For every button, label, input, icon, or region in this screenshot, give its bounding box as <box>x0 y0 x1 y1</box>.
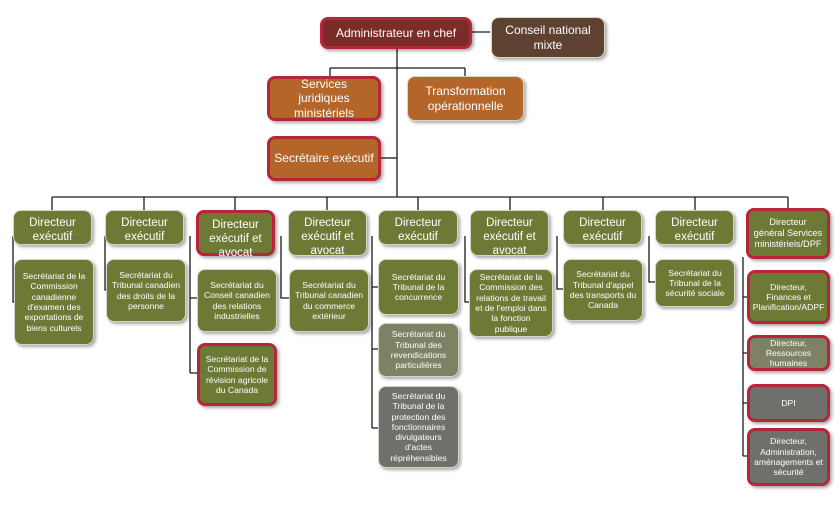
connector-col1-sub <box>12 236 14 303</box>
col9-directeur-general-box: Directeur général Services ministériels/… <box>746 208 830 259</box>
col9-sub4-box: Directeur, Administration, aménagements … <box>747 428 830 486</box>
connector-col4-sub <box>280 236 289 299</box>
col4-sub1-box: Secrétariat du Tribunal canadien du comm… <box>289 269 369 332</box>
col8-sub1-box: Secrétariat du Tribunal de la sécurité s… <box>655 259 735 307</box>
col5-sub3-box: Secrétariat du Tribunal de la protection… <box>378 386 459 468</box>
connector-col9-subs <box>742 257 747 457</box>
col7-directeur-box: Directeur exécutif <box>563 210 642 245</box>
connector-col7-sub <box>556 236 563 290</box>
connector-col3-subs <box>189 236 197 374</box>
services-juridiques-box: Services juridiques ministériels <box>267 76 381 121</box>
col4-directeur-box: Directeur exécutif et avocat général <box>288 210 367 270</box>
transformation-operationnelle-box: Transformation opérationnelle <box>407 76 524 121</box>
connector-col2-sub <box>104 236 106 291</box>
col1-directeur-box: Directeur exécutif <box>13 210 92 245</box>
connector-col8-sub <box>648 236 655 283</box>
admin-en-chef-box: Administrateur en chef <box>320 17 472 49</box>
col8-directeur-box: Directeur exécutif <box>655 210 734 245</box>
col5-sub1-box: Secrétariat du Tribunal de la concurrenc… <box>378 259 459 315</box>
col1-sub1-box: Secrétariat de la Commission canadienne … <box>14 259 94 345</box>
secretaire-executif-box: Secrétaire exécutif <box>267 136 381 181</box>
col9-sub3-box: DPI <box>747 384 830 422</box>
col3-sub1-box: Secrétariat du Conseil canadien des rela… <box>197 269 277 332</box>
col6-directeur-box: Directeur exécutif et avocat général <box>470 210 549 270</box>
col9-sub1-box: Directeur, Finances et Planification/ADP… <box>747 270 830 324</box>
col2-sub1-box: Secrétariat du Tribunal canadien des dro… <box>106 259 186 322</box>
connector-col6-sub <box>464 236 469 303</box>
col3-sub2-box: Secrétariat de la Commission de révision… <box>197 343 277 406</box>
col3-directeur-box: Directeur exécutif et avocat général <box>196 210 275 272</box>
col5-sub2-box: Secrétariat du Tribunal des revendicatio… <box>378 323 459 377</box>
connector-col5-subs <box>371 236 378 429</box>
col7-sub1-box: Secrétariat du Tribunal d'appel des tran… <box>563 259 643 321</box>
col2-directeur-box: Directeur exécutif <box>105 210 184 245</box>
col9-sub2-box: Directeur, Ressources humaines <box>747 335 830 371</box>
col6-sub1-box: Secrétariat de la Commission des relatio… <box>469 269 553 337</box>
conseil-national-mixte-box: Conseil national mixte <box>491 17 605 58</box>
col5-directeur-box: Directeur exécutif <box>378 210 458 245</box>
